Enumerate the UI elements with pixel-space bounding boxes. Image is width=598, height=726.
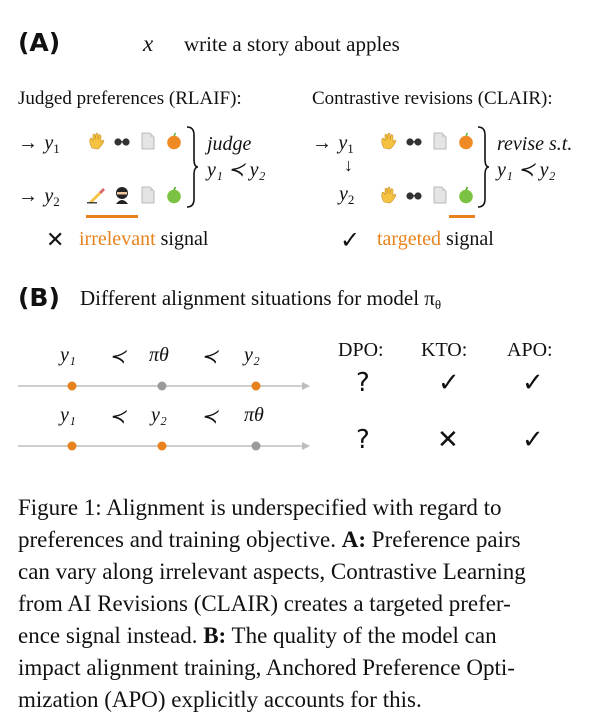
caption-line-3: can vary along irrelevant aspects, Contr… (18, 559, 526, 584)
panel-b-title: Different alignment situations for model… (80, 286, 442, 312)
row1-dpo-mark: ? (356, 368, 370, 398)
clair-signal: targeted signal (377, 228, 494, 250)
arrow-right-icon: → (18, 132, 38, 154)
writing-hand-icon (86, 185, 106, 205)
orange-apple-icon (456, 131, 476, 151)
glasses-icon (112, 131, 132, 151)
y2-symbol: y2 (44, 185, 60, 209)
cross-icon: ✕ (46, 228, 65, 253)
revise-label: revise s.t. (497, 133, 573, 155)
caption-line-1: Figure 1: Alignment is underspecified wi… (18, 495, 502, 520)
arrow-down-icon: ↓ (344, 155, 353, 175)
row1-axis (18, 381, 310, 391)
caption-line-7: mization (APO) explicitly accounts for t… (18, 687, 422, 712)
row1-label-y2: y₂ (244, 344, 260, 366)
glasses-icon (404, 131, 424, 151)
row1-apo-mark: ✓ (522, 368, 544, 398)
row2-precedes-1: ≺ (109, 406, 126, 428)
row1-precedes-1: ≺ (109, 346, 126, 368)
rlaif-right-brace (186, 126, 199, 208)
panel-a-letter: (A) (18, 28, 61, 57)
rlaif-underline (86, 215, 138, 218)
clair-relation: y₁ ≺ y₂ (497, 159, 556, 181)
row1-dot-y2 (251, 381, 261, 391)
document-icon (430, 185, 450, 205)
clair-row-1: → y1 (312, 130, 354, 157)
caption-line-6: impact alignment training, Anchored Pref… (18, 655, 515, 680)
waving-hand-icon (378, 185, 398, 205)
rlaif-row-2: → y2 (18, 183, 60, 210)
row2-label-y2: y₂ (151, 404, 167, 426)
caption-line-5: ence signal instead. B: The quality of t… (18, 623, 497, 648)
clair-right-brace (477, 126, 490, 208)
check-icon: ✓ (340, 226, 361, 254)
clair-emoji-row-2 (378, 184, 477, 205)
row2-apo-mark: ✓ (522, 425, 544, 455)
document-icon (138, 131, 158, 151)
row2-precedes-2: ≺ (201, 406, 218, 428)
header-dpo: DPO: (338, 339, 384, 361)
prompt-variable: x (143, 31, 154, 56)
green-apple-icon (164, 185, 184, 205)
row2-dot-y1 (67, 441, 77, 451)
row1-label-pi: πθ (149, 344, 169, 366)
header-kto: KTO: (421, 339, 468, 361)
row1-dot-y1 (67, 381, 77, 391)
arrow-right-icon: → (18, 185, 38, 207)
row2-label-y1: y₁ (60, 404, 76, 426)
judge-label: judge (207, 133, 252, 155)
arrow-right-icon: → (312, 132, 332, 154)
rlaif-emoji-row-1 (86, 130, 185, 151)
row2-label-pi: πθ (244, 404, 264, 426)
clair-underline (449, 215, 475, 218)
y1-symbol: y1 (338, 132, 354, 156)
row2-kto-mark: ✕ (437, 425, 459, 455)
row1-dot-pi (157, 381, 167, 391)
ninja-icon (112, 185, 132, 205)
green-apple-icon (456, 185, 476, 205)
row2-dot-pi (251, 441, 261, 451)
row1-kto-mark: ✓ (438, 368, 460, 398)
caption-line-2: preferences and training objective. A: P… (18, 527, 521, 552)
clair-title: Contrastive revisions (CLAIR): (312, 88, 553, 109)
rlaif-signal: irrelevant signal (79, 228, 209, 250)
row2-dot-y2 (157, 441, 167, 451)
panel-b-letter: (B) (18, 283, 60, 312)
y1-symbol: y1 (44, 132, 60, 156)
document-icon (138, 185, 158, 205)
row1-precedes-2: ≺ (201, 346, 218, 368)
orange-apple-icon (164, 131, 184, 151)
waving-hand-icon (86, 131, 106, 151)
row1-label-y1: y₁ (60, 344, 76, 366)
waving-hand-icon (378, 131, 398, 151)
rlaif-relation: y₁ ≺ y₂ (207, 159, 266, 181)
header-apo: APO: (507, 339, 553, 361)
rlaif-emoji-row-2 (86, 184, 185, 205)
row2-axis (18, 441, 310, 451)
glasses-icon (404, 185, 424, 205)
caption-line-4: from AI Revisions (CLAIR) creates a targ… (18, 591, 511, 616)
row2-dpo-mark: ? (356, 425, 370, 455)
prompt-text: write a story about apples (184, 32, 400, 56)
y2-symbol: y2 (339, 183, 355, 207)
document-icon (430, 131, 450, 151)
rlaif-title: Judged preferences (RLAIF): (18, 88, 242, 109)
rlaif-row-1: → y1 (18, 130, 60, 157)
clair-emoji-row-1 (378, 130, 477, 151)
